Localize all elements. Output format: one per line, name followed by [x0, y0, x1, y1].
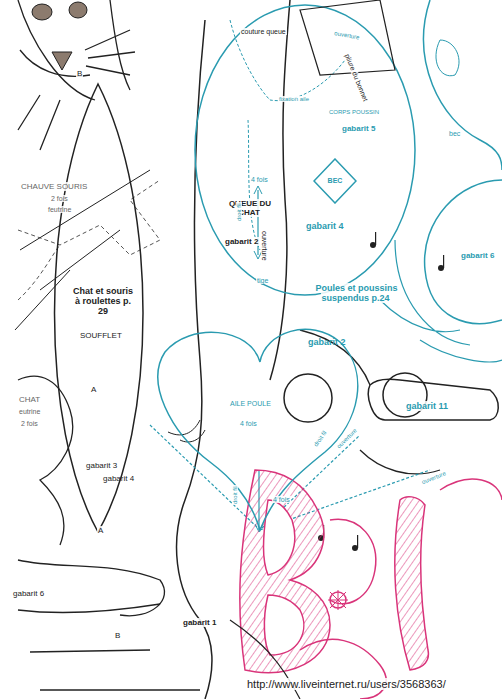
piece-label: gabarit 2	[308, 338, 346, 348]
pattern-label: ouverture	[333, 30, 361, 41]
pattern-label-text: CORPS POUSSIN	[328, 109, 380, 115]
pattern-label: gabarit 6	[460, 252, 495, 261]
pattern-label-text: fixation aile	[278, 96, 310, 102]
pattern-label-text: A	[97, 526, 104, 535]
pattern-label-text: gabarit 4	[305, 221, 345, 231]
pattern-label: gabarit 2	[224, 238, 259, 247]
pattern-label: eutrine	[18, 408, 41, 416]
pattern-label: gabarit 4	[305, 222, 345, 232]
pattern-label-text: 2 fois	[50, 195, 69, 202]
pattern-label-text: pliure du bonnet	[344, 52, 370, 103]
pattern-label-text: 4 fois	[250, 176, 269, 183]
pattern-label: QUEUE DU CHAT	[222, 200, 277, 218]
pattern-label: CHAUVE SOURIS	[20, 183, 88, 192]
pattern-label-text: 4 fois	[272, 496, 291, 503]
pattern-label: bec	[448, 130, 461, 138]
pattern-label-text: A	[90, 385, 97, 394]
pattern-label-text: ouverture	[261, 230, 268, 262]
pattern-label: http://www.liveinternet.ru/users/3568363…	[246, 678, 447, 690]
pattern-label-text: gabarit 1	[182, 618, 217, 627]
piece-label: Chat et souris à roulettes p. 29	[72, 287, 134, 317]
pattern-label: feutrine	[47, 206, 72, 214]
pattern-label-text: Poules et poussins suspendus p.24	[314, 283, 397, 303]
pattern-label: gabarit 5	[341, 125, 376, 134]
pattern-label-text: CHAUVE SOURIS	[20, 182, 88, 191]
pattern-label-text: feutrine	[47, 206, 72, 213]
pattern-label-text: couture queue	[240, 28, 287, 35]
pattern-label-text: droit fil	[236, 202, 242, 222]
pattern-label-text: gabarit 6	[460, 251, 495, 260]
pattern-label: B	[76, 70, 83, 79]
pattern-label-text: droit fil	[232, 485, 238, 505]
pattern-label: tige	[256, 277, 269, 285]
pattern-label-text: QUEUE DU CHAT	[228, 199, 271, 217]
pattern-label-text: B	[114, 631, 121, 640]
pattern-label: A	[90, 386, 97, 395]
pattern-label-text: B	[76, 69, 83, 78]
pattern-label-text: gabarit 2	[224, 237, 259, 246]
piece-label: 4 fois	[240, 420, 257, 428]
pattern-label-text: CHAT	[18, 395, 41, 404]
heart-piece: gabarit 2 AILE POULE 4 fois	[150, 322, 365, 532]
pattern-label: gabarit 1	[182, 619, 217, 628]
piece-label: AILE POULE	[230, 400, 271, 408]
piece-label: gabarit 3	[86, 462, 117, 471]
pattern-label-text: ouverture	[333, 30, 361, 41]
pattern-label-text: http://www.liveinternet.ru/users/3568363…	[246, 678, 447, 690]
piece-label: BEC	[328, 177, 343, 185]
pattern-label-text: droit fil	[312, 429, 328, 449]
pattern-label-text: 2 fois	[20, 420, 39, 427]
pattern-label: CHAT	[18, 396, 41, 405]
pattern-label-text: eutrine	[18, 408, 41, 415]
pattern-label: CORPS POUSSIN	[328, 109, 380, 116]
pattern-label: 4 fois	[272, 496, 291, 504]
decision-diamond: BEC	[313, 158, 357, 204]
pattern-label: droit fil	[236, 202, 243, 222]
pattern-label: fixation aile	[278, 96, 310, 103]
piece-label: gabarit 4	[103, 475, 134, 484]
shape-outline	[150, 322, 365, 532]
pattern-label-text: gabarit 11	[405, 401, 449, 411]
pattern-label: pliure du bonnet	[343, 52, 370, 103]
pattern-label: gabarit 11	[405, 402, 449, 412]
pattern-label: couture queue	[240, 28, 287, 36]
piece-label: SOUFFLET	[80, 332, 122, 341]
pattern-label: droit fil	[312, 429, 329, 449]
pattern-label: Poules et poussins suspendus p.24	[292, 284, 420, 304]
pattern-label: droit fil	[232, 485, 239, 505]
pattern-label-text: gabarit 6	[12, 589, 45, 598]
pattern-label-text: gabarit 5	[341, 124, 376, 133]
pattern-label: gabarit 6	[12, 590, 45, 599]
pattern-label: 2 fois	[20, 420, 39, 428]
pattern-piece: Chat et souris à roulettes p. 29 SOUFFLET…	[50, 82, 150, 534]
pattern-label: A	[97, 527, 104, 536]
pattern-label: 4 fois	[250, 176, 269, 184]
pattern-label-text: bec	[448, 130, 461, 137]
pattern-label-text: tige	[256, 277, 269, 284]
pattern-label: B	[114, 632, 121, 641]
pattern-label: ouverture	[260, 230, 268, 262]
pattern-label: 2 fois	[50, 195, 69, 203]
